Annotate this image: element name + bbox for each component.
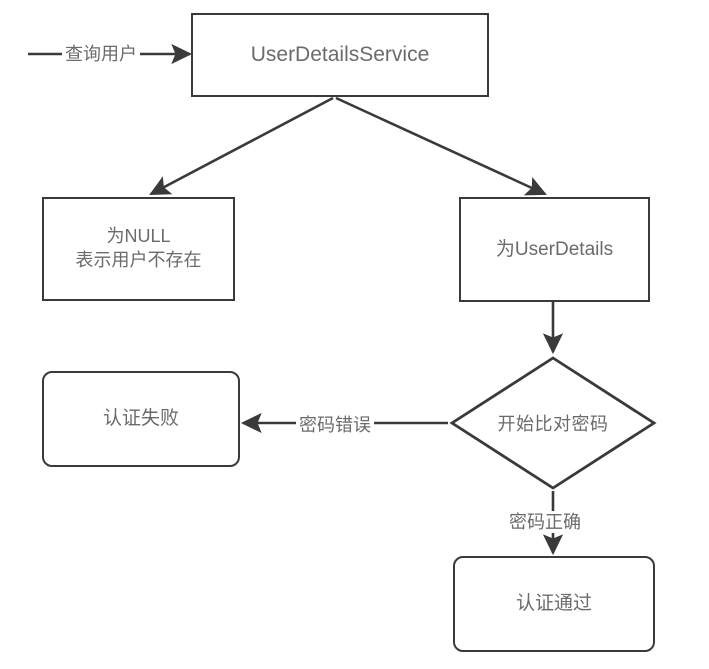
diamond-shape [449, 356, 657, 490]
node-null-user-not-found[interactable]: 为NULL 表示用户不存在 [42, 197, 235, 301]
node-label-wrapper: 开始比对密码 [449, 355, 657, 491]
node-auth-failed[interactable]: 认证失败 [42, 371, 240, 467]
node-user-details[interactable]: 为UserDetails [459, 197, 650, 302]
node-user-details-service[interactable]: UserDetailsService [191, 13, 489, 97]
node-auth-passed[interactable]: 认证通过 [453, 556, 655, 652]
node-label: 开始比对密码 [497, 414, 609, 434]
node-label: UserDetailsService [250, 43, 430, 67]
edge-label-query-user: 查询用户 [62, 43, 140, 65]
edge-label-right-password: 密码正确 [506, 511, 584, 533]
node-label: 认证失败 [102, 408, 179, 430]
node-label: 认证通过 [515, 593, 592, 615]
node-label: 为NULL 表示用户不存在 [75, 226, 202, 270]
edge-label-wrong-password: 密码错误 [296, 414, 374, 436]
edge-to-userdetails [335, 96, 547, 196]
node-compare-password-decision[interactable]: 开始比对密码 [449, 355, 657, 491]
node-label: 为UserDetails [495, 238, 614, 260]
edge-to-null [149, 96, 334, 196]
